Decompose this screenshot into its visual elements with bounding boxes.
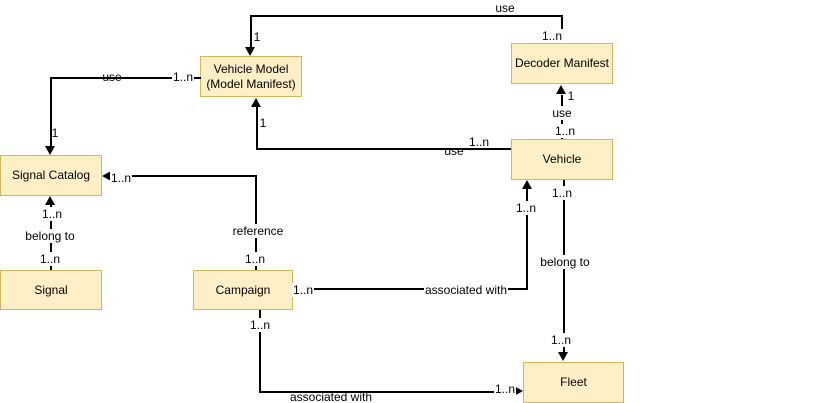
multiplicity-label: 1..n	[248, 318, 272, 332]
edge-segment-campaign-associated-with-fleet[interactable]	[259, 391, 515, 393]
relationship-label: use	[444, 144, 464, 158]
node-signal-catalog[interactable]: Signal Catalog	[0, 155, 102, 196]
edge-segment-campaign-associated-with-vehicle[interactable]	[526, 189, 528, 289]
node-label: Vehicle	[542, 152, 582, 166]
edge-segment-vehicle-model-use-signal-catalog[interactable]	[50, 77, 52, 147]
relationship-label: belong to	[24, 229, 76, 243]
multiplicity-label: 1..n	[549, 333, 573, 347]
relationship-label: associated with	[289, 390, 373, 403]
relationship-label: belong to	[539, 255, 591, 269]
edge-segment-campaign-associated-with-vehicle[interactable]	[293, 288, 528, 290]
multiplicity-label: 1..n	[291, 283, 315, 297]
node-label: Campaign	[215, 282, 271, 297]
multiplicity-label: 1..n	[553, 124, 577, 138]
multiplicity-label: 1..n	[171, 70, 195, 84]
node-label: Signal Catalog	[11, 168, 91, 182]
relationship-label: use	[102, 70, 122, 84]
multiplicity-label: 1	[567, 89, 575, 103]
multiplicity-label: 1	[259, 116, 267, 130]
node-label: Fleet	[560, 375, 587, 389]
arrowhead-down-icon	[558, 352, 568, 361]
multiplicity-label: 1..n	[493, 382, 517, 396]
node-label: Vehicle Model	[213, 61, 289, 76]
edge-segment-decoder-manifest-use-vehicle-model[interactable]	[250, 15, 252, 48]
multiplicity-label: 1..n	[38, 252, 62, 266]
arrowhead-up-icon	[556, 85, 566, 94]
multiplicity-label: 1	[253, 30, 261, 44]
node-fleet[interactable]: Fleet	[523, 362, 624, 403]
multiplicity-label: 1	[51, 126, 59, 140]
node-label: (Model Manifest)	[206, 76, 296, 91]
node-decoder-manifest[interactable]: Decoder Manifest	[511, 43, 613, 84]
edge-segment-vehicle-use-vehicle-model[interactable]	[256, 148, 511, 150]
node-campaign[interactable]: Campaign	[193, 270, 293, 310]
node-label: Signal	[34, 282, 68, 297]
node-label: Decoder Manifest	[514, 56, 610, 70]
node-vehicle-model[interactable]: Vehicle Model(Model Manifest)	[200, 56, 302, 97]
node-vehicle[interactable]: Vehicle	[511, 139, 613, 180]
edge-segment-vehicle-model-use-signal-catalog[interactable]	[50, 77, 201, 79]
edge-segment-campaign-reference-signal-catalog[interactable]	[255, 175, 257, 270]
relationship-label: reference	[231, 224, 285, 238]
multiplicity-label: 1..n	[243, 252, 267, 266]
arrowhead-down-icon	[45, 146, 55, 155]
multiplicity-label: 1..n	[540, 29, 564, 43]
multiplicity-label: 1..n	[514, 201, 538, 215]
arrowhead-left-icon	[102, 171, 111, 181]
node-signal[interactable]: Signal	[0, 270, 102, 310]
arrowhead-up-icon	[251, 98, 261, 107]
multiplicity-label: 1..n	[109, 171, 133, 185]
arrowhead-down-icon	[245, 47, 255, 56]
multiplicity-label: 1..n	[40, 207, 64, 221]
edge-segment-campaign-associated-with-fleet[interactable]	[259, 310, 261, 392]
edge-segment-decoder-manifest-use-vehicle-model[interactable]	[250, 15, 562, 17]
edge-segment-vehicle-use-vehicle-model[interactable]	[256, 107, 258, 149]
relationship-label: use	[495, 1, 515, 15]
multiplicity-label: 1..n	[468, 135, 490, 149]
arrowhead-right-icon	[514, 386, 523, 396]
relationship-label: use	[551, 106, 573, 120]
relationship-label: associated with	[423, 283, 509, 297]
arrowhead-up-icon	[45, 196, 55, 205]
edge-segment-campaign-reference-signal-catalog[interactable]	[111, 175, 256, 177]
multiplicity-label: 1..n	[550, 186, 574, 200]
arrowhead-up-icon	[522, 180, 532, 189]
